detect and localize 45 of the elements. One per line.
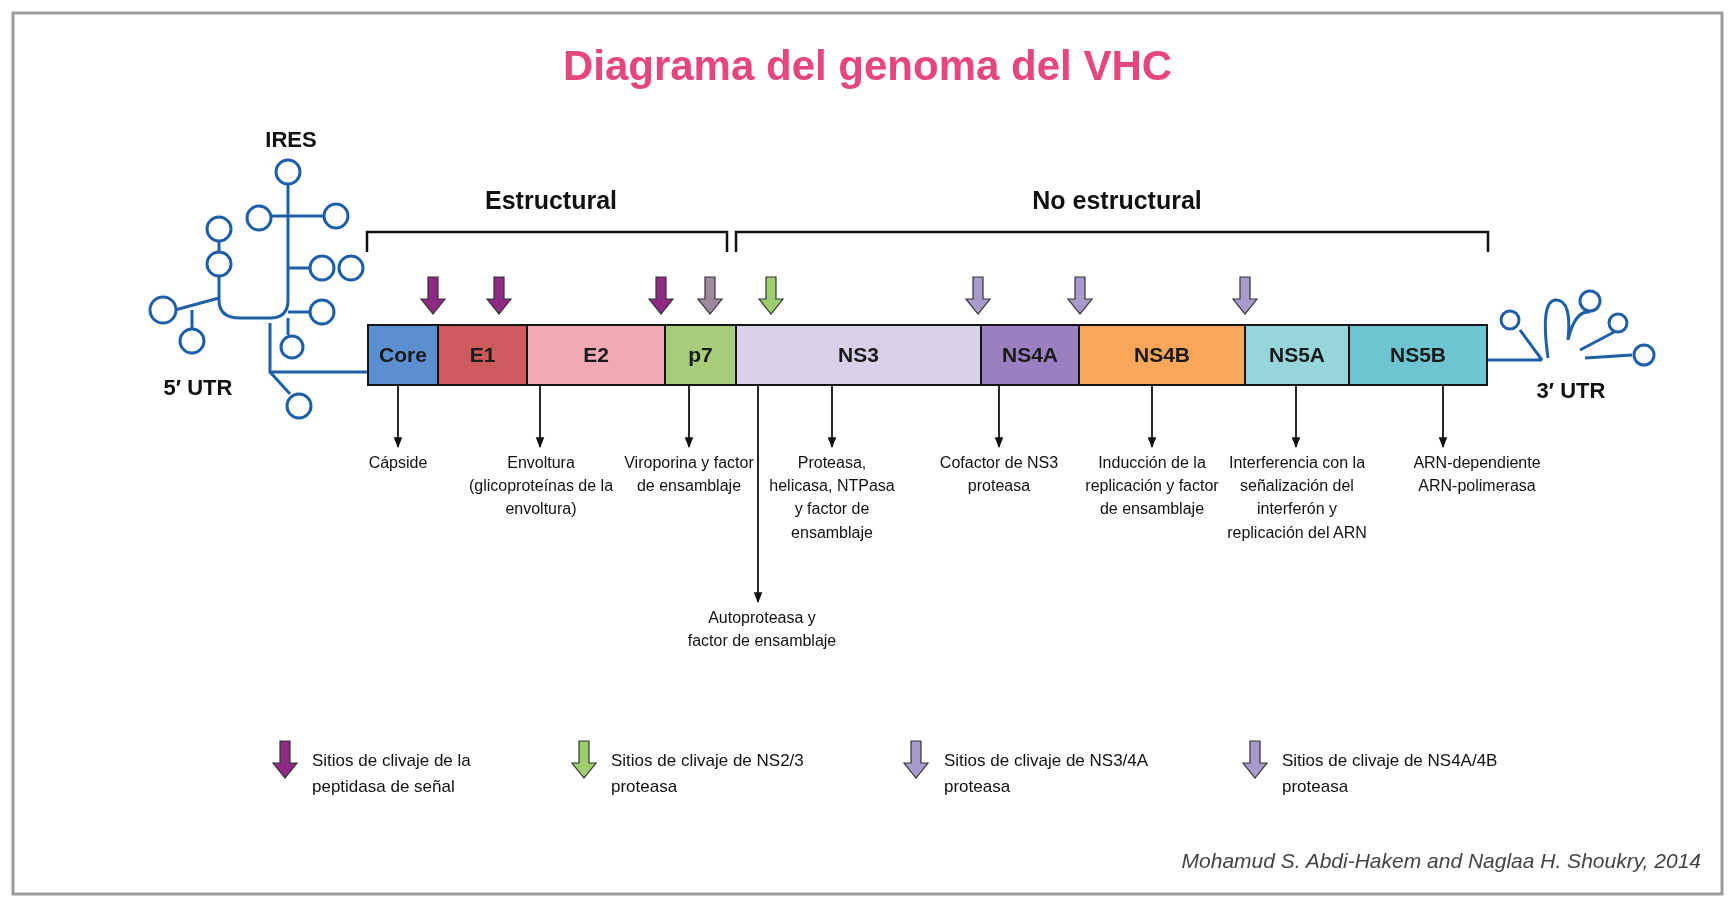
leader-arrow xyxy=(1147,385,1157,449)
segment-label: NS3 xyxy=(838,343,879,367)
segment-label: E2 xyxy=(583,343,609,367)
function-label: Interferencia con la señalización del interferón y replicación del ARN xyxy=(1222,451,1372,544)
gene-segment xyxy=(367,324,439,386)
gene-segment xyxy=(1244,324,1350,386)
leader-arrow xyxy=(753,385,763,604)
function-label: Autoproteasa y factor de ensamblaje xyxy=(687,606,837,653)
structure-label: IRES xyxy=(265,127,317,153)
legend-text: Sitios de clivaje de NS3/4A proteasa xyxy=(944,750,1149,798)
leader-arrow xyxy=(393,385,403,449)
legend-text: Sitios de clivaje de NS4A/4B proteasa xyxy=(1282,750,1499,798)
segment-label: NS4A xyxy=(1002,343,1058,367)
utr-label: 5′ UTR xyxy=(163,375,233,401)
region-label: Estructural xyxy=(485,186,617,215)
gene-segment xyxy=(664,324,737,386)
legend-text: Sitios de clivaje de NS2/3 proteasa xyxy=(611,750,805,798)
leader-arrow xyxy=(1438,385,1448,449)
gene-segment xyxy=(735,324,982,386)
leader-arrow xyxy=(827,385,837,449)
segment-label: Core xyxy=(379,343,427,367)
utr-label: 3′ UTR xyxy=(1536,378,1606,404)
credit-text: Mohamud S. Abdi-Hakem and Naglaa H. Shoukry, 2014 xyxy=(1181,849,1701,873)
leader-arrow xyxy=(1291,385,1301,449)
gene-segment xyxy=(526,324,666,386)
leader-arrow xyxy=(684,385,694,449)
title: Diagrama del genoma del VHC xyxy=(561,42,1174,90)
segment-label: E1 xyxy=(469,343,496,367)
gene-segment xyxy=(980,324,1080,386)
legend-text: Sitios de clivaje de la peptidasa de señal xyxy=(312,750,472,798)
segment-label: p7 xyxy=(688,343,713,367)
function-label: Viroporina y factor de ensamblaje xyxy=(619,451,759,498)
segment-label: NS4B xyxy=(1134,343,1190,367)
function-label: Proteasa, helicasa, NTPasa y factor de ensamblaje xyxy=(767,451,897,544)
segment-label: NS5A xyxy=(1269,343,1325,367)
leader-arrow xyxy=(535,385,545,449)
gene-segment xyxy=(437,324,528,386)
segment-label: NS5B xyxy=(1390,343,1446,367)
leader-arrow xyxy=(994,385,1004,449)
function-label: ARN-dependiente ARN-polimerasa xyxy=(1402,451,1552,498)
function-label: Inducción de la replicación y factor de ensamblaje xyxy=(1082,451,1222,521)
region-label: No estructural xyxy=(1032,186,1202,215)
gene-segment xyxy=(1348,324,1488,386)
function-label: Cofactor de NS3 proteasa xyxy=(924,451,1074,498)
gene-segment xyxy=(1078,324,1246,386)
